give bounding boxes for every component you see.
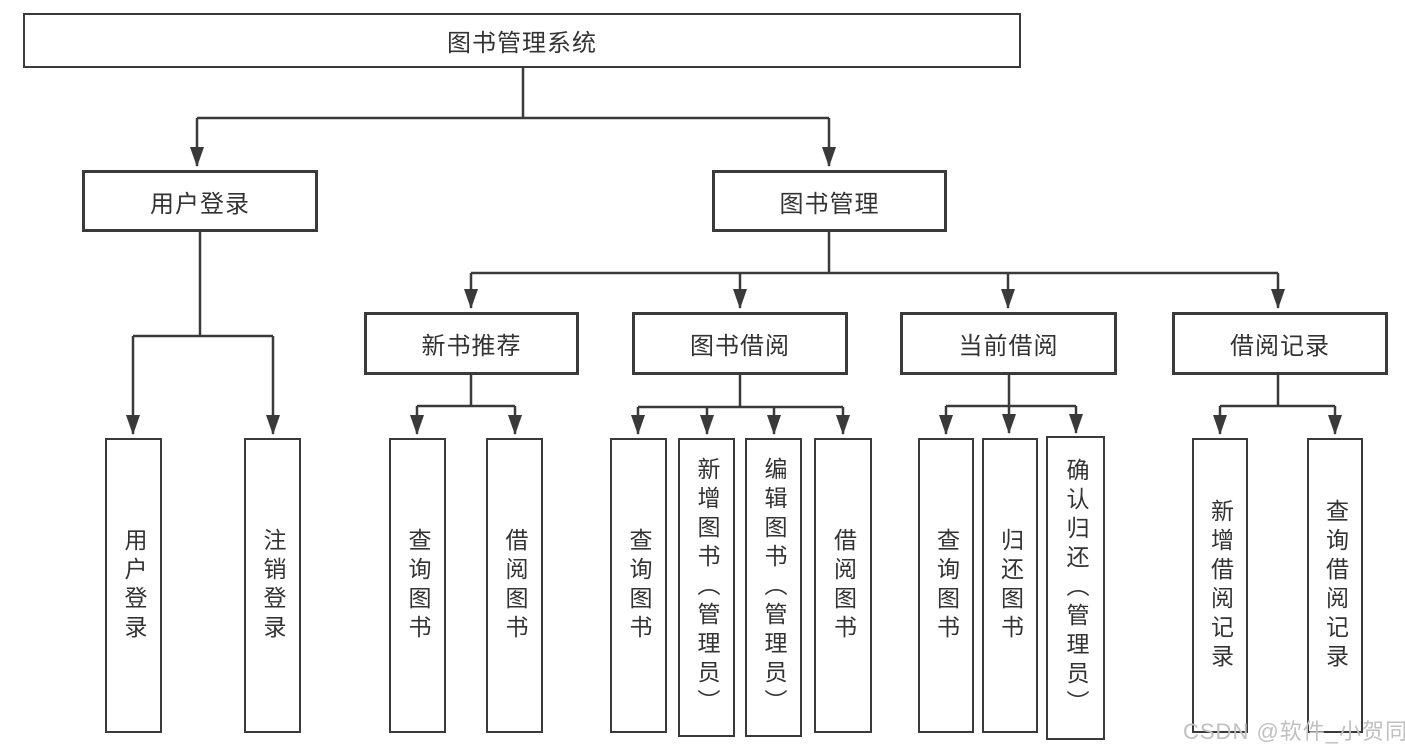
- connector-new-book-to-leaves: [410, 374, 522, 435]
- node-book-borrowing: 图书借阅: [632, 312, 848, 375]
- leaf-borrow-books-recommend: 借阅图书: [486, 438, 543, 733]
- node-library-system-label: 图书管理系统: [447, 30, 597, 57]
- leaf-return-books: 归还图书: [982, 438, 1038, 733]
- connector-user-login-to-leaves: [126, 231, 280, 435]
- node-book-management: 图书管理: [712, 170, 947, 232]
- connector-book-borrow-to-leaves: [631, 374, 850, 435]
- leaf-edit-book-admin: 编辑图书（管理员）: [745, 438, 802, 737]
- connector-book-mgmt-to-level3: [464, 231, 1285, 309]
- leaf-query-borrow-record: 查询借阅记录: [1307, 438, 1363, 733]
- node-borrowing-records-label: 借阅记录: [1230, 333, 1330, 360]
- node-new-book-recommend-label: 新书推荐: [421, 333, 522, 360]
- node-library-system: 图书管理系统: [23, 13, 1021, 68]
- leaf-logout: 注销登录: [244, 438, 301, 733]
- leaf-add-book-admin: 新增图书（管理员）: [678, 438, 735, 737]
- leaf-query-books-recommend: 查询图书: [389, 438, 446, 733]
- leaf-add-borrow-record: 新增借阅记录: [1192, 438, 1248, 733]
- node-user-login-label: 用户登录: [150, 190, 250, 218]
- node-book-management-label: 图书管理: [779, 190, 880, 218]
- node-current-borrowing: 当前借阅: [900, 312, 1117, 375]
- node-borrowing-records: 借阅记录: [1172, 312, 1388, 375]
- connector-borrow-record-to-leaves: [1213, 374, 1342, 435]
- connector-current-borrow-to-leaves: [939, 374, 1083, 435]
- leaf-user-login: 用户登录: [105, 438, 162, 733]
- leaf-query-books-current: 查询图书: [918, 438, 974, 733]
- leaf-borrow-books: 借阅图书: [814, 438, 872, 733]
- leaf-confirm-return-admin: 确认归还（管理员）: [1046, 436, 1105, 740]
- node-new-book-recommend: 新书推荐: [364, 312, 579, 375]
- csdn-watermark: CSDN @软件_小贺同学: [1183, 719, 1405, 744]
- node-user-login: 用户登录: [82, 170, 318, 232]
- node-current-borrowing-label: 当前借阅: [958, 333, 1059, 360]
- connector-root-to-level2: [190, 66, 836, 167]
- node-book-borrowing-label: 图书借阅: [690, 333, 790, 360]
- leaf-query-books-borrow: 查询图书: [610, 438, 667, 733]
